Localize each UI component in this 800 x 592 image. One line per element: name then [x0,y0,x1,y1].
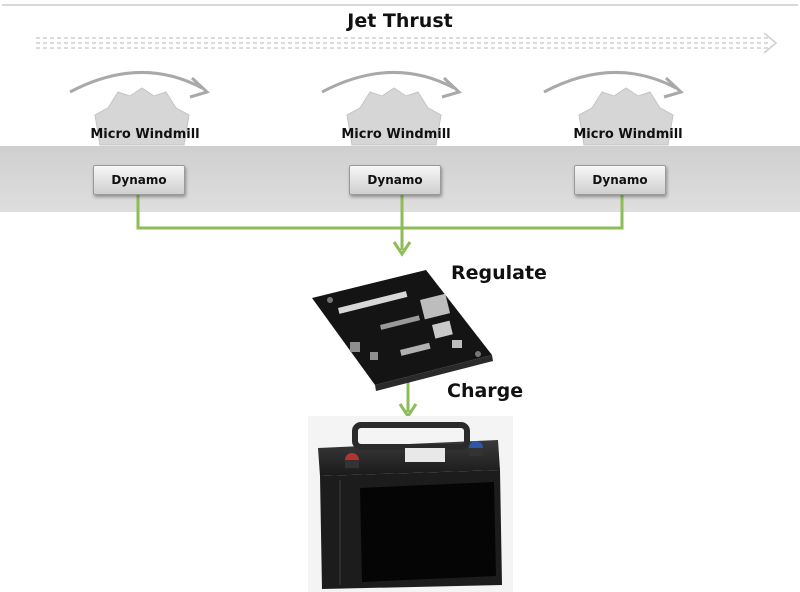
gear-icon [94,87,190,146]
micro-windmill-label: Micro Windmill [341,127,451,142]
micro-windmill-label: Micro Windmill [90,127,200,142]
dynamo-box: Dynamo [349,165,441,195]
curved-arrow-icon [321,71,462,99]
jet-thrust-arrow [36,32,778,54]
wire [136,193,624,419]
dynamo-box: Dynamo [93,165,185,195]
curved-arrow-icon [543,71,684,99]
gear-icon [578,87,674,146]
micro-windmill-label: Micro Windmill [573,127,683,142]
dynamo-box: Dynamo [574,165,666,195]
charge-label: Charge [447,380,524,402]
battery-icon [308,416,513,592]
curved-arrow-icon [69,71,210,99]
regulate-label: Regulate [451,262,547,284]
gear-icon [346,87,442,146]
circuit-board-icon [312,270,493,391]
diagram-title: Jet Thrust [347,10,453,32]
